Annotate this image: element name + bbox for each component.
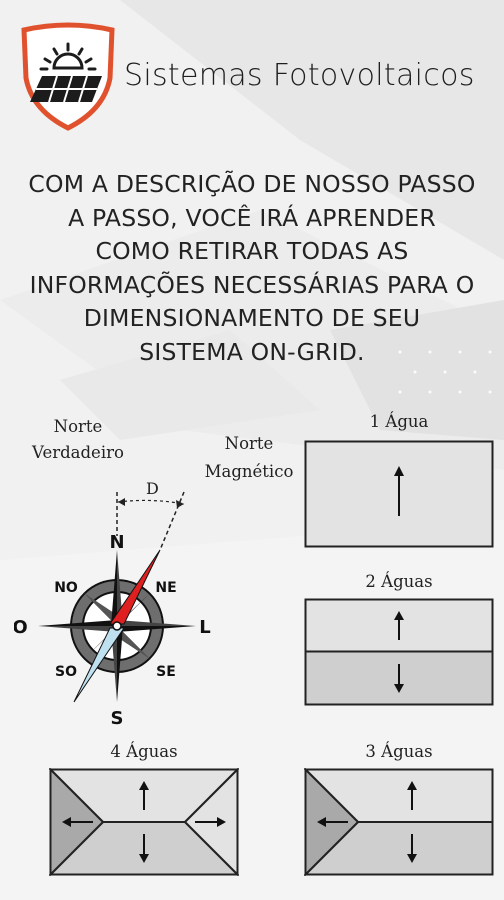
roof-1-agua-diagram <box>304 440 494 548</box>
declination-label: D <box>146 479 159 498</box>
arrow-down-icon <box>139 834 149 863</box>
arrow-left-icon <box>317 817 348 827</box>
intro-line: COM A DESCRIÇÃO DE NOSSO PASSO <box>28 170 476 198</box>
arrow-down-icon <box>407 834 417 863</box>
direction-n: N <box>109 532 124 553</box>
arrow-up-icon <box>394 466 404 516</box>
solar-panel-icon <box>30 75 102 103</box>
direction-so: SO <box>55 664 77 680</box>
direction-s: S <box>111 708 124 728</box>
arrow-up-icon <box>139 781 149 810</box>
intro-line: SISTEMA ON-GRID. <box>139 337 365 366</box>
roof-title-2-aguas: 2 Águas <box>365 572 433 591</box>
arrow-left-icon <box>62 817 93 827</box>
roof-title-3-aguas: 3 Águas <box>365 742 433 761</box>
arrow-down-icon <box>394 664 404 693</box>
arrow-up-icon <box>394 611 404 640</box>
roof-title-1-agua: 1 Água <box>369 412 429 431</box>
arrow-up-icon <box>407 781 417 810</box>
direction-no: NO <box>54 580 78 596</box>
sun-icon <box>39 42 97 71</box>
roof-4-aguas-diagram <box>49 768 239 876</box>
arrow-right-icon <box>195 817 226 827</box>
true-north-label: Norte Verdadeiro <box>32 417 124 462</box>
intro-line: A PASSO, VOCÊ IRÁ APRENDER <box>68 203 436 232</box>
magnetic-north-label: Norte Magnético <box>204 434 294 481</box>
roof-title-4-aguas: 4 Águas <box>110 742 178 761</box>
intro-line: COMO RETIRAR TODAS AS <box>95 237 409 265</box>
roof-2-aguas-diagram <box>304 598 494 706</box>
intro-text: COM A DESCRIÇÃO DE NOSSO PASSO A PASSO, … <box>8 168 496 369</box>
roof-3-aguas-diagram <box>304 768 494 876</box>
intro-line: INFORMAÇÕES NECESSÁRIAS PARA O <box>29 270 475 299</box>
direction-se: SE <box>156 664 176 680</box>
company-logo <box>21 22 115 131</box>
direction-ne: NE <box>155 580 176 596</box>
direction-o: O <box>14 617 28 638</box>
brand-name: Sistemas Fotovoltaicos <box>124 58 475 93</box>
direction-l: L <box>199 617 210 638</box>
compass-rose: D N S O L NO NE SO SE <box>14 479 211 728</box>
intro-line: DIMENSIONAMENTO DE SEU <box>83 304 421 332</box>
